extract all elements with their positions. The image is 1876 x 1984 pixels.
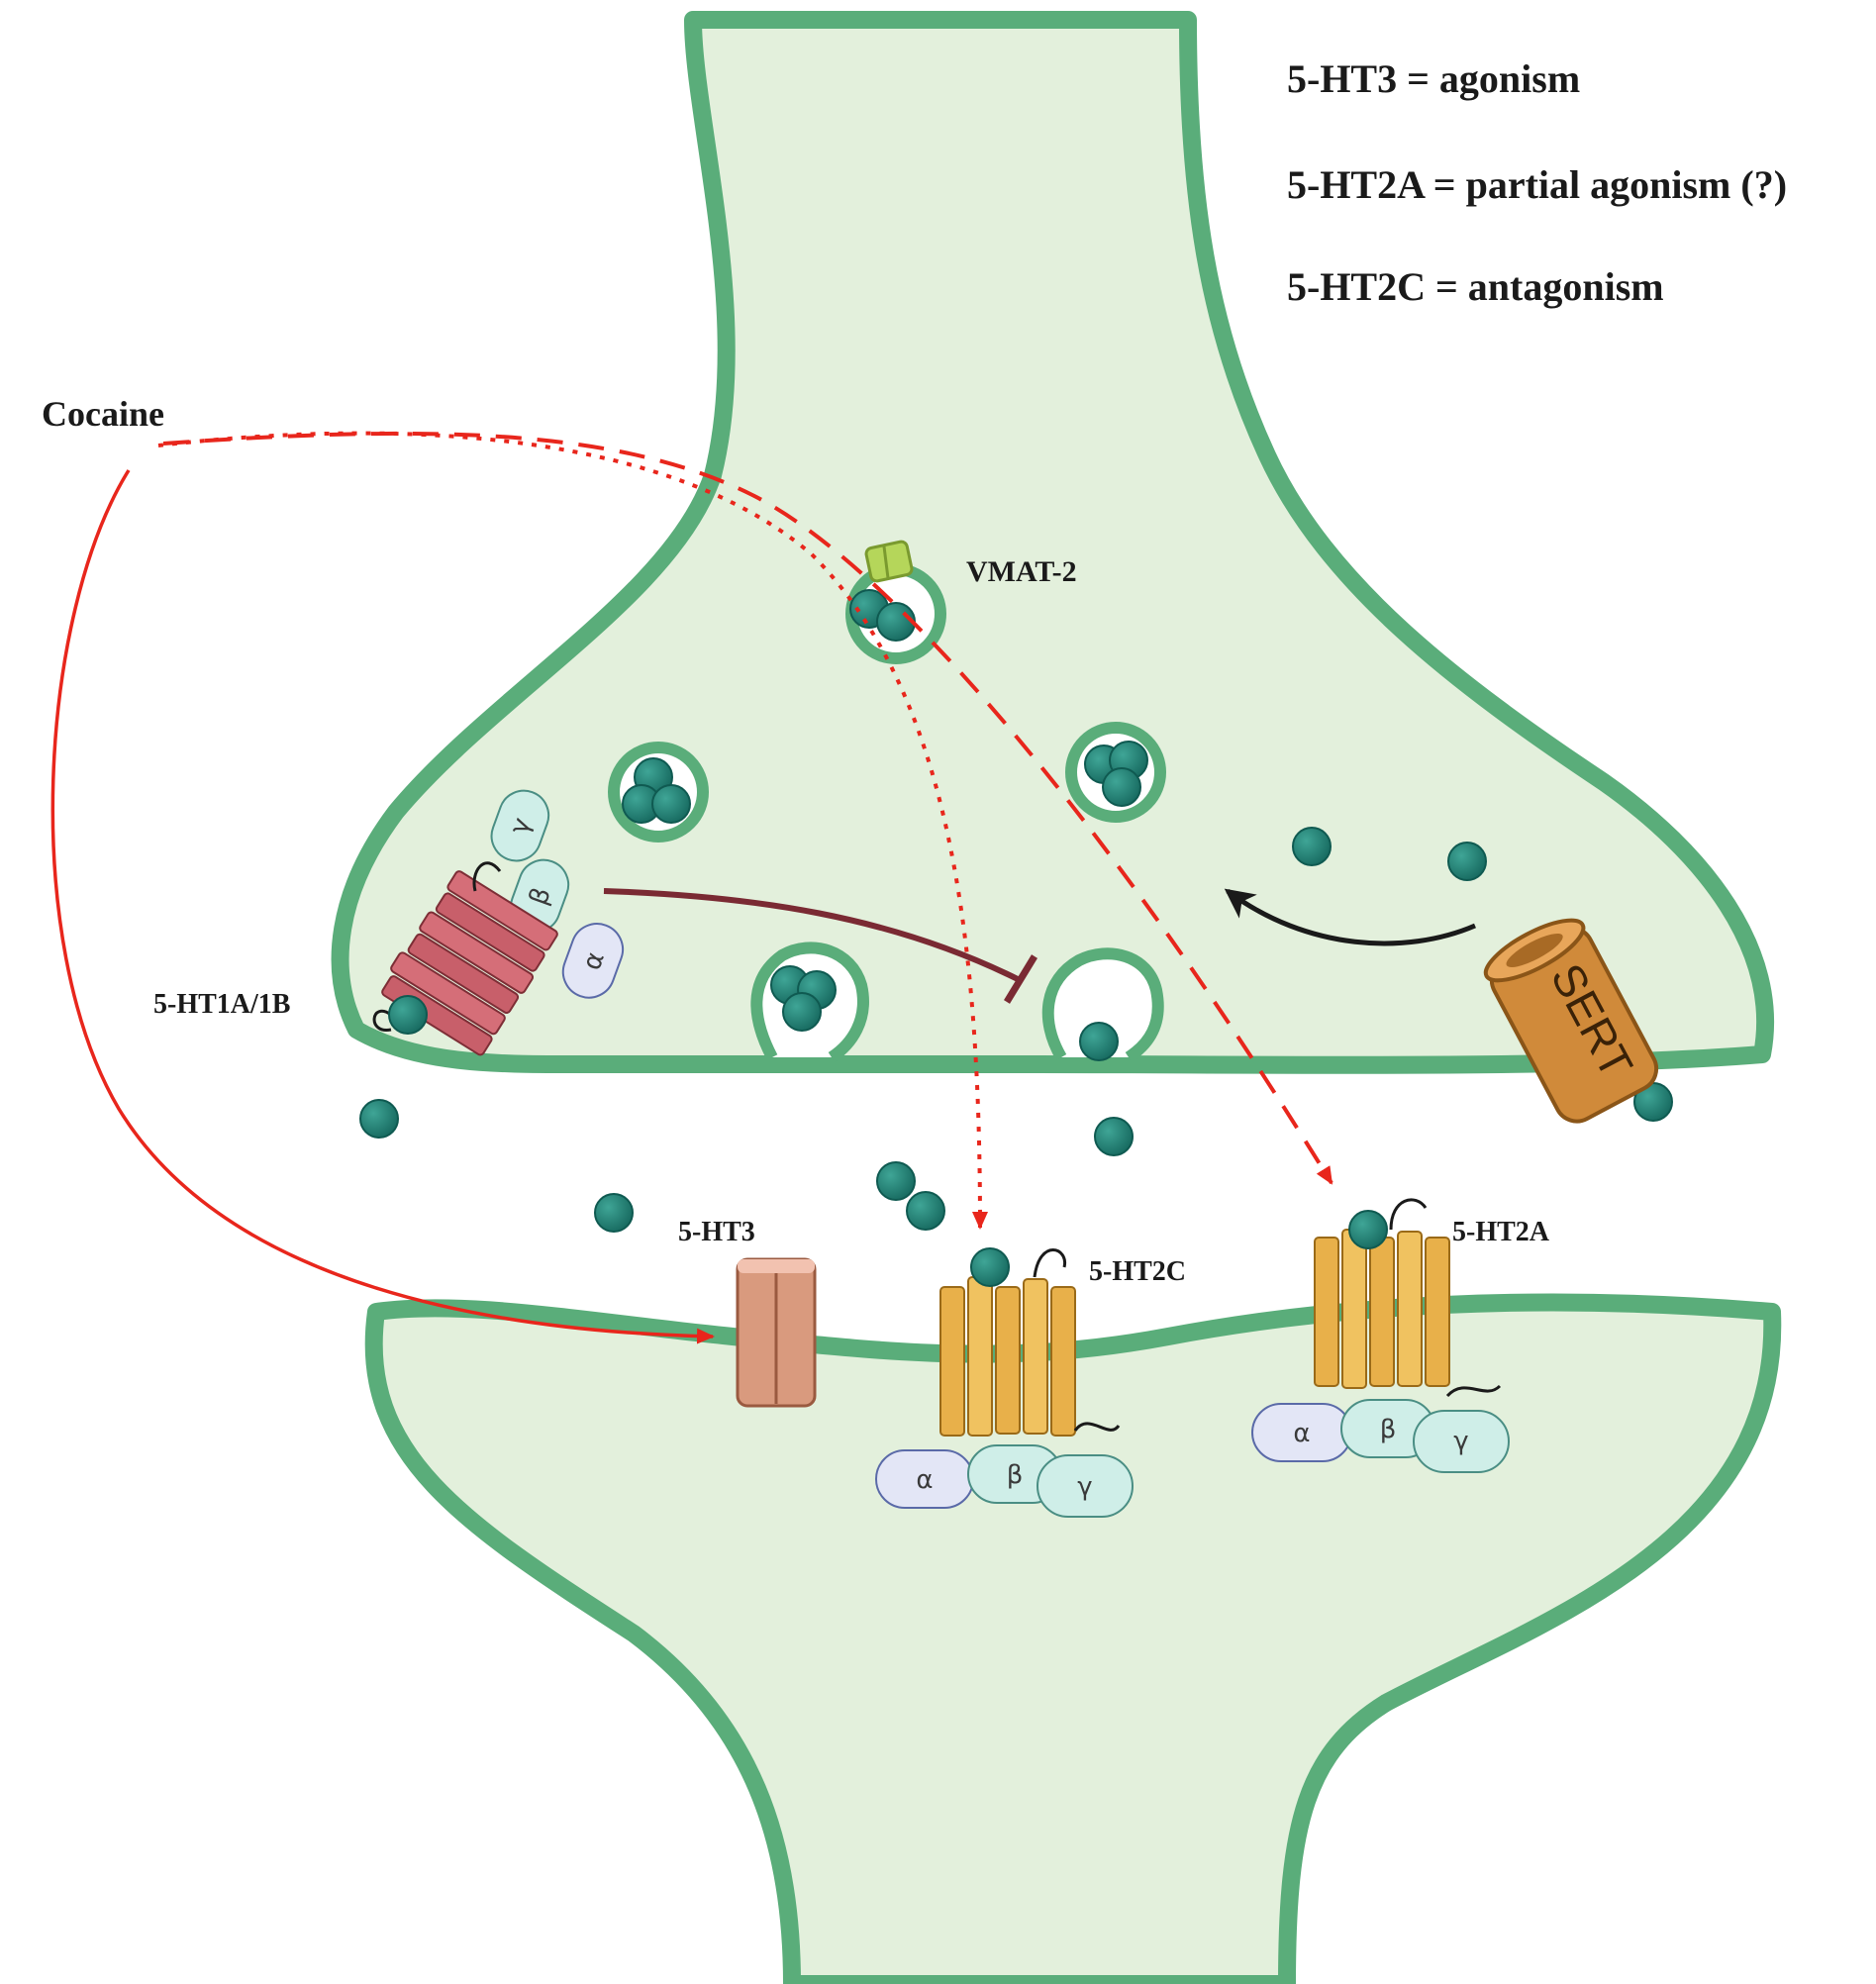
svg-text:α: α (1293, 1419, 1310, 1448)
5ht2a-label: 5-HT2A (1452, 1217, 1550, 1247)
inhibition-arrow (603, 888, 1037, 1004)
legend-5ht2c-antagonism: 5-HT2C = antagonism (1287, 264, 1664, 309)
cocaine-arrow-5ht3 (50, 469, 715, 1344)
legend-5ht3-agonism: 5-HT3 = agonism (1287, 56, 1580, 101)
g-protein-5ht2c: α β γ (875, 1444, 1134, 1518)
vesicle (1065, 722, 1166, 823)
5ht3-channel (736, 1257, 817, 1408)
vesicle-fusing (1041, 947, 1164, 1063)
svg-text:α: α (916, 1465, 933, 1495)
svg-text:γ: γ (1453, 1427, 1468, 1456)
5ht2c-label: 5-HT2C (1089, 1256, 1186, 1287)
svg-text:β: β (1380, 1415, 1397, 1444)
5ht1a1b-label: 5-HT1A/1B (153, 989, 290, 1020)
postsynaptic-neuron (364, 1293, 1782, 1984)
cocaine-arrow-5ht2a (162, 431, 1333, 1185)
svg-text:β: β (1007, 1460, 1024, 1490)
vesicle-docked (750, 942, 869, 1063)
svg-text:γ: γ (1077, 1472, 1092, 1502)
g-protein-autoreceptor: γ β α (490, 789, 625, 999)
reuptake-arrow (1224, 888, 1476, 946)
vmat2-label: VMAT-2 (966, 555, 1077, 588)
5ht3-label: 5-HT3 (678, 1217, 755, 1247)
cocaine-label: Cocaine (42, 394, 164, 434)
legend-5ht2a-partial-agonism: 5-HT2A = partial agonism (?) (1287, 162, 1787, 207)
vesicle-vmat2 (845, 563, 946, 664)
vmat2-transporter (864, 540, 914, 583)
5ht2c-receptor (939, 1247, 1121, 1437)
g-protein-5ht2a: α β γ (1251, 1399, 1510, 1473)
5ht2a-receptor (1314, 1198, 1502, 1398)
cocaine-arrow-5ht2c (157, 431, 988, 1230)
vesicle (608, 742, 709, 843)
